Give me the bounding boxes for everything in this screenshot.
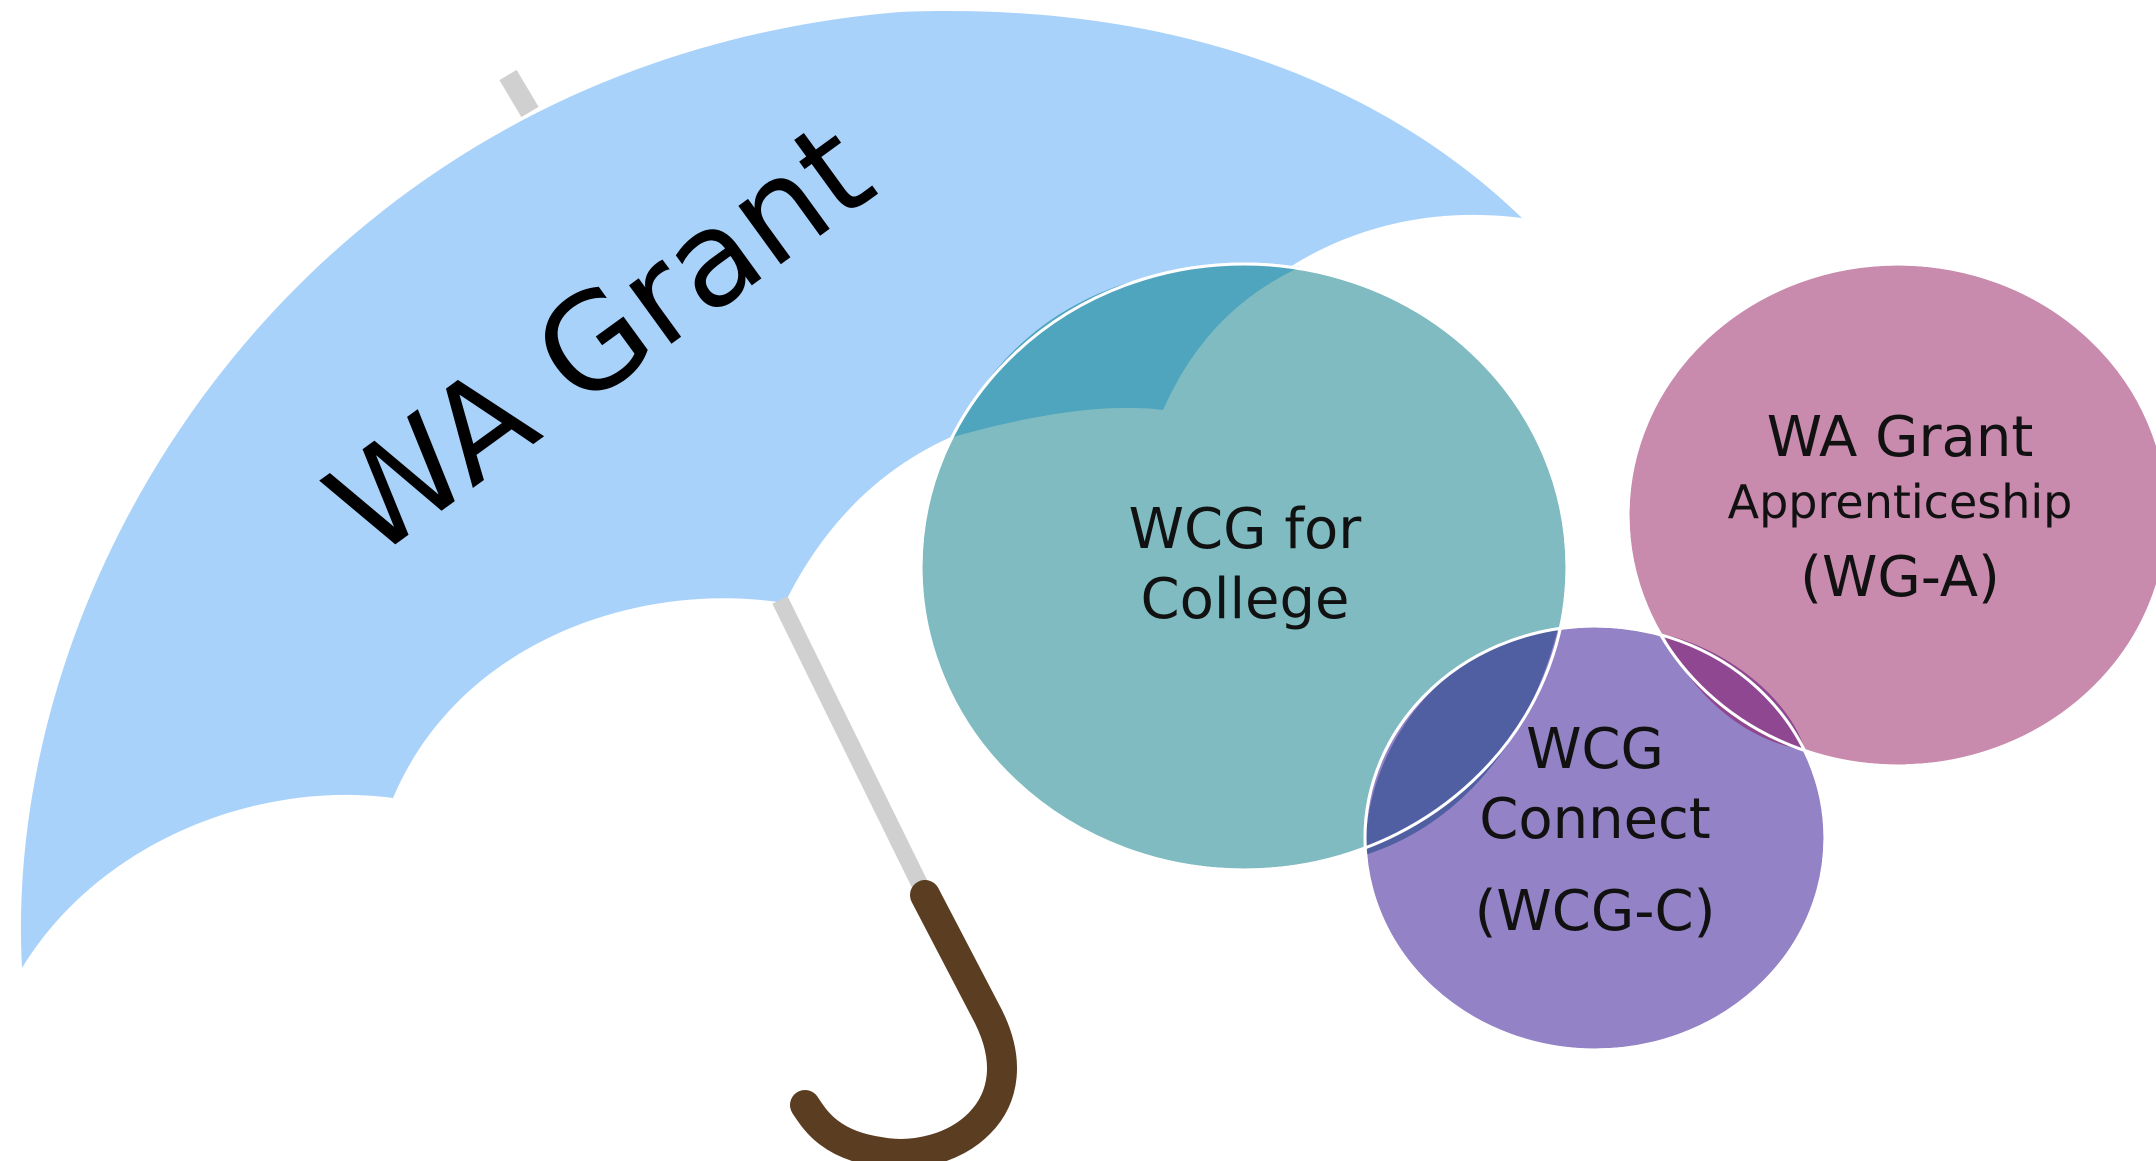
- overlap-connect-apprenticeship: [1663, 634, 1805, 750]
- circle-label-line: College: [1140, 567, 1350, 632]
- circle-wa-grant-apprenticeship-outline: [1626, 262, 2156, 768]
- circle-label-line: WA Grant: [1766, 405, 2034, 470]
- umbrella-handle: [790, 880, 1017, 1161]
- overlap-college-connect: [1365, 628, 1558, 855]
- circle-label-line: Apprenticeship: [1727, 475, 2073, 529]
- circle-label-line: (WG-A): [1800, 545, 2000, 610]
- umbrella-shaft: [772, 596, 933, 899]
- circle-wcg-connect-outline: [1363, 624, 1827, 1052]
- circle-label-wcg-college: WCG for College: [1045, 495, 1445, 635]
- umbrella-tip: [499, 69, 539, 118]
- circle-label-wcg-connect: WCG Connect (WCG-C): [1400, 715, 1790, 947]
- circle-label-line: (WCG-C): [1474, 879, 1716, 944]
- circle-label-line: WCG for: [1128, 497, 1362, 562]
- circle-wcg-college-outline: [919, 262, 1569, 872]
- overlap-canopy-college: [953, 264, 1300, 437]
- umbrella-canopy: [20, 11, 1523, 968]
- circle-label-wa-grant-apprenticeship: WA Grant Apprenticeship (WG-A): [1640, 403, 2156, 613]
- circle-label-line: WCG: [1526, 717, 1664, 782]
- circle-label-line: Connect: [1479, 787, 1711, 852]
